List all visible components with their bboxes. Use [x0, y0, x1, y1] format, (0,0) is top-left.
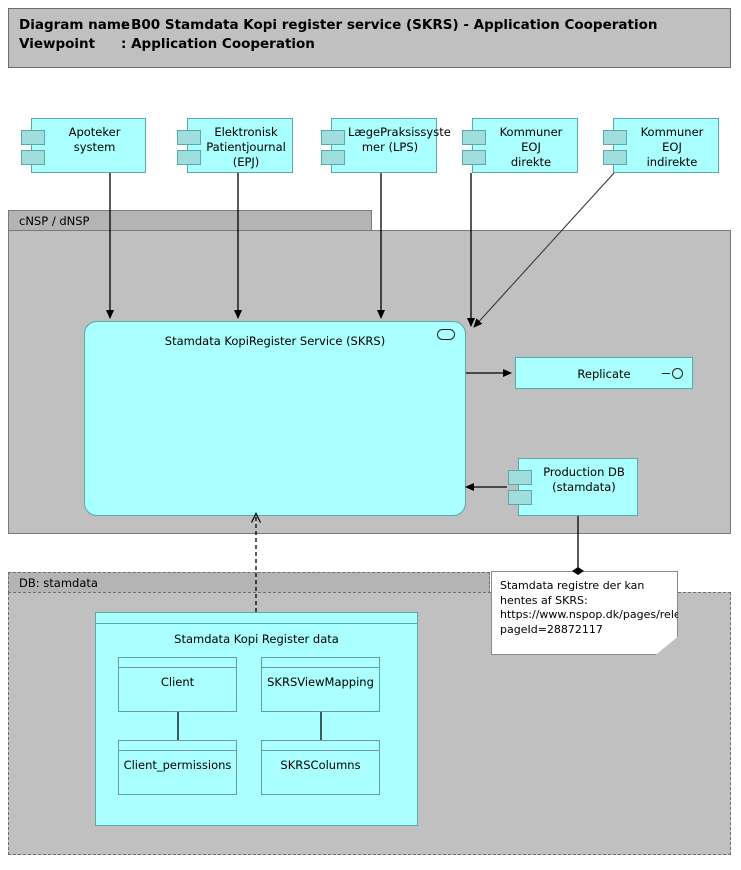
component-tab-lower	[21, 150, 45, 165]
package-name: Stamdata Kopi Register data	[174, 632, 339, 646]
replicate-label: Replicate	[577, 367, 631, 381]
note-text: Stamdata registre der kan hentes af SKRS…	[500, 579, 741, 636]
interface-port-icon[interactable]	[437, 329, 455, 340]
lollipop-provided-interface-icon[interactable]	[672, 368, 683, 379]
entity-skrscolumns[interactable]: SKRSColumns	[261, 740, 380, 795]
viewpoint-row: Viewpoint : Application Cooperation	[19, 35, 730, 54]
diagram-name-value: : B00 Stamdata Kopi register service (SK…	[121, 17, 658, 33]
component-tab-upper	[321, 130, 345, 145]
component-apoteker-system[interactable]: Apoteker system	[21, 118, 146, 173]
component-kommuner-eoj-indirekte[interactable]: Kommuner EOJ indirekte	[603, 118, 719, 173]
entity-client-permissions[interactable]: Client_permissions	[118, 740, 237, 795]
group-label-nsp: cNSP / dNSP	[19, 214, 90, 228]
component-tab-upper	[508, 470, 532, 485]
component-name: Kommuner EOJ indirekte	[640, 125, 704, 169]
component-tab-lower	[462, 150, 486, 165]
group-tab-nsp: cNSP / dNSP	[8, 210, 372, 231]
diagram-title-banner: Diagram name: B00 Stamdata Kopi register…	[8, 8, 731, 68]
component-tab-upper	[177, 130, 201, 145]
component-tab-lower	[603, 150, 627, 165]
viewpoint-value: : Application Cooperation	[121, 36, 315, 52]
component-tab-lower	[177, 150, 201, 165]
component-name: Apoteker system	[68, 125, 121, 154]
entity-client[interactable]: Client	[118, 657, 237, 712]
component-name: Kommuner EOJ direkte	[499, 125, 563, 169]
application-service-skrs[interactable]: Stamdata KopiRegister Service (SKRS)	[84, 321, 466, 516]
diagram-name-label: Diagram name	[19, 17, 131, 33]
group-tab-db: DB: stamdata	[8, 572, 490, 593]
component-kommuner-eoj-direkte[interactable]: Kommuner EOJ direkte	[462, 118, 578, 173]
entity-name: Client_permissions	[123, 758, 232, 772]
component-tab-upper	[462, 130, 486, 145]
component-name: LægePraksissyste mer (LPS)	[348, 125, 451, 154]
entity-header-strip	[119, 741, 236, 751]
production-db-name: Production DB (stamdata)	[543, 465, 625, 494]
diagram-name-row: Diagram name: B00 Stamdata Kopi register…	[19, 16, 730, 35]
component-tab-upper	[603, 130, 627, 145]
interface-replicate[interactable]: Replicate	[515, 357, 693, 389]
entity-header-strip	[262, 658, 379, 668]
entity-header-strip	[119, 658, 236, 668]
entity-name: SKRSViewMapping	[267, 675, 374, 689]
component-tab-upper	[21, 130, 45, 145]
package-header-strip	[96, 613, 417, 624]
component-laegepraksissystemer[interactable]: LægePraksissyste mer (LPS)	[321, 118, 451, 173]
lollipop-stem	[662, 373, 670, 375]
entity-header-strip	[262, 741, 379, 751]
entity-skrsviewmapping[interactable]: SKRSViewMapping	[261, 657, 380, 712]
viewpoint-label: Viewpoint	[19, 36, 96, 52]
service-name: Stamdata KopiRegister Service (SKRS)	[164, 334, 386, 348]
component-tab-lower	[321, 150, 345, 165]
component-tab-lower	[508, 490, 532, 505]
component-production-db[interactable]: Production DB (stamdata)	[508, 458, 638, 516]
component-elektronisk-patientjournal[interactable]: Elektronisk Patientjournal (EPJ)	[177, 118, 293, 173]
group-label-db: DB: stamdata	[19, 576, 98, 590]
entity-name: Client	[160, 675, 195, 689]
entity-name: SKRSColumns	[280, 758, 361, 772]
component-name: Elektronisk Patientjournal (EPJ)	[206, 125, 286, 169]
note-stamdata-registre: Stamdata registre der kan hentes af SKRS…	[491, 571, 678, 655]
